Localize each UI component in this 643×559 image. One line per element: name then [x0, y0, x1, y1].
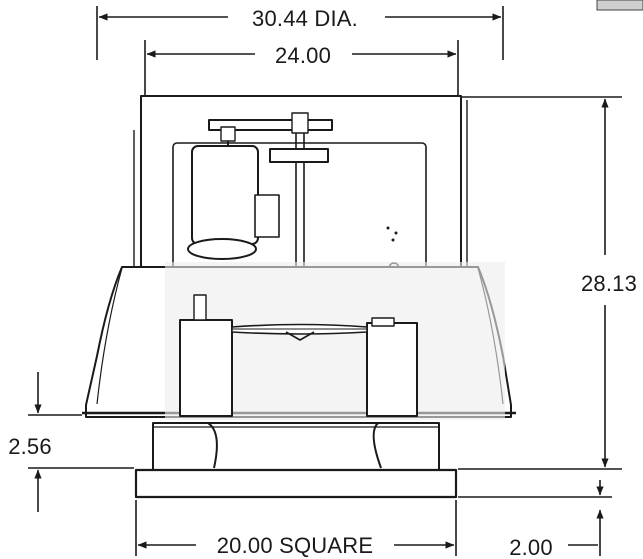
- windband-inner-left: [96, 267, 123, 405]
- curb-height-dimension: [28, 372, 134, 512]
- side-offset-label: 2.00: [509, 535, 553, 559]
- motor-terminal-box: [254, 194, 280, 238]
- plate-rivet-2: [394, 231, 398, 235]
- side-offset-dimension: [458, 480, 612, 556]
- motor-end-cap: [187, 238, 257, 260]
- support-post-left: [193, 294, 207, 321]
- venturi-inlet: [207, 422, 382, 469]
- curb-cap: [152, 422, 440, 472]
- overall-diameter-dimension: [96, 6, 504, 60]
- fan-assembly: [82, 95, 516, 499]
- motor-body: [191, 145, 259, 245]
- plate-rivet-3: [391, 238, 395, 242]
- wheel-support-left: [179, 319, 233, 417]
- base-square-label: 20.00 SQUARE: [217, 533, 373, 558]
- overall-diameter-label: 30.44 DIA.: [252, 6, 358, 31]
- plate-rivet-1: [386, 226, 390, 230]
- curb-height-label: 2.56: [8, 434, 52, 459]
- corner-artifact: [596, 0, 643, 11]
- wheel-support-right: [366, 322, 418, 417]
- hood-width-dimension: [144, 40, 459, 95]
- overall-height-label: 28.13: [581, 271, 637, 296]
- support-post-right: [371, 317, 395, 327]
- fan-pulley: [291, 112, 309, 134]
- motor-pulley: [220, 126, 236, 142]
- overall-height-dimension: [458, 96, 622, 470]
- hood-width-label: 24.00: [275, 43, 331, 68]
- wheel-hub: [285, 331, 315, 341]
- drive-belt: [208, 119, 333, 131]
- upper-bearing: [269, 148, 329, 163]
- base-square-dimension: [135, 500, 457, 556]
- base-curb: [134, 468, 458, 499]
